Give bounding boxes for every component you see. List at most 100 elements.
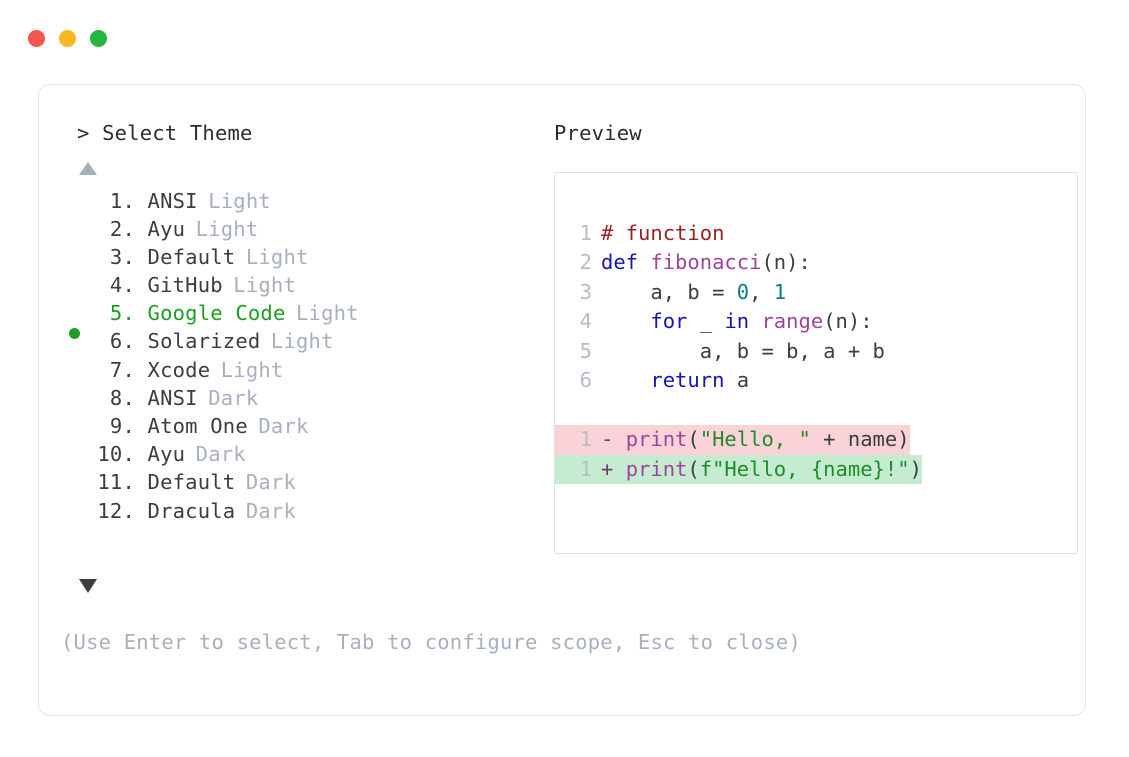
theme-item-variant: Dark (195, 442, 246, 467)
theme-item-variant: Dark (245, 498, 297, 523)
line-number: 1 (579, 220, 592, 245)
theme-item-name: Solarized (135, 329, 261, 354)
code-token: (n): (823, 309, 873, 333)
code-token: print (625, 427, 688, 451)
code-token: for (650, 309, 688, 333)
theme-list-item[interactable]: 4. GitHub Light (61, 273, 541, 301)
window-minimize-button[interactable] (59, 30, 76, 47)
theme-item-name: Xcode (135, 357, 211, 382)
scroll-down-icon[interactable] (79, 579, 97, 593)
theme-item-name: ANSI (135, 385, 198, 410)
code-line-text: def fibonacci(n): (601, 248, 811, 278)
code-line-text: return a (601, 366, 749, 396)
code-line: 1 # function (555, 219, 1077, 249)
line-number: 3 (579, 279, 592, 304)
theme-item-variant: Light (195, 216, 259, 241)
code-token: a, b = (601, 279, 737, 304)
window-zoom-button[interactable] (90, 30, 107, 47)
code-line: 4 for _ in range(n): (555, 307, 1077, 337)
theme-item-name: Ayu (135, 442, 186, 467)
code-line-text: for _ in range(n): (601, 307, 873, 337)
theme-list-item[interactable]: 6. Solarized Light (61, 329, 541, 357)
theme-item-variant: Dark (245, 470, 297, 495)
code-token (601, 368, 650, 392)
code-token: a (724, 368, 750, 392)
window-controls (28, 30, 107, 47)
code-line: 3 a, b = 0, 1 (555, 278, 1077, 308)
code-token: (n): (761, 250, 811, 274)
code-token: + (601, 456, 626, 481)
line-number: 4 (579, 309, 592, 333)
preview-label: Preview (554, 121, 642, 145)
theme-item-variant: Light (220, 357, 284, 382)
theme-item-index: 10. (97, 442, 135, 467)
line-number: 6 (579, 368, 592, 392)
line-number: 5 (579, 338, 592, 363)
theme-item-name: Default (135, 470, 236, 495)
theme-item-index: 9. (109, 414, 135, 438)
theme-item-index: 6. (109, 329, 135, 354)
theme-list-item[interactable]: 3. Default Light (61, 245, 541, 273)
theme-item-index: 2. (109, 216, 135, 241)
code-token: a, b = b, a + b (601, 338, 885, 363)
code-token: # function (601, 220, 725, 245)
code-token: return (650, 368, 725, 392)
diff-line-text: + print(f"Hello, {name}!") (601, 454, 922, 484)
theme-list-item[interactable]: 11. Default Dark (61, 470, 541, 498)
theme-item-index: 5. (109, 301, 135, 326)
theme-item-index: 1. (109, 188, 135, 213)
theme-list-item[interactable]: 8. ANSI Dark (61, 386, 541, 414)
code-token: fibonacci (650, 250, 762, 274)
theme-item-name: Atom One (135, 414, 248, 438)
theme-item-index: 12. (97, 498, 135, 523)
code-line-text: a, b = 0, 1 (601, 278, 786, 308)
theme-item-index: 4. (109, 273, 135, 298)
code-token: ) (909, 456, 922, 481)
theme-item-index: 8. (109, 385, 135, 410)
theme-list-item[interactable]: 2. Ayu Light (61, 217, 541, 245)
theme-item-variant: Dark (258, 414, 309, 438)
theme-item-name: Default (135, 244, 236, 269)
diff-added-line: 1+ print(f"Hello, {name}!") (555, 454, 1077, 484)
theme-item-name: GitHub (135, 273, 223, 298)
code-token: , (749, 279, 774, 304)
code-token: "Hello, " (699, 427, 811, 451)
code-token: range (761, 309, 824, 333)
code-token: ( (687, 427, 700, 451)
code-token: _ (687, 309, 725, 333)
theme-item-variant: Light (208, 188, 271, 213)
theme-item-name: ANSI (135, 188, 198, 213)
theme-list-item[interactable]: 9. Atom One Dark (61, 414, 541, 442)
theme-item-name: Ayu (135, 216, 186, 241)
theme-item-index: 3. (109, 244, 135, 269)
theme-list-item[interactable]: 10. Ayu Dark (61, 442, 541, 470)
window-close-button[interactable] (28, 30, 45, 47)
code-line: 5 a, b = b, a + b (555, 337, 1077, 367)
code-token: f"Hello, {name}!" (699, 456, 910, 481)
line-number: 1 (555, 454, 601, 484)
code-token: 0 (736, 279, 750, 304)
theme-list-item[interactable]: 12. Dracula Dark (61, 499, 541, 527)
theme-item-name: Google Code (135, 301, 286, 326)
theme-item-variant: Light (296, 301, 359, 326)
keyboard-help-text: (Use Enter to select, Tab to configure s… (61, 630, 801, 654)
prompt-title: > Select Theme (77, 121, 253, 145)
theme-list-item[interactable]: 5. Google Code Light (61, 301, 541, 340)
theme-item-variant: Dark (208, 385, 259, 410)
scroll-up-icon[interactable] (79, 161, 97, 175)
theme-item-index: 11. (97, 470, 135, 495)
code-line: 6 return a (555, 366, 1077, 396)
code-line-text: # function (601, 219, 724, 249)
theme-item-variant: Light (245, 244, 309, 269)
theme-item-variant: Light (270, 329, 334, 354)
line-number: 1 (555, 425, 601, 455)
theme-item-name: Dracula (135, 498, 236, 523)
code-token: + name) (810, 427, 910, 451)
theme-item-variant: Light (233, 273, 297, 298)
theme-list-item[interactable]: 1. ANSI Light (61, 189, 541, 217)
code-token: in (724, 309, 750, 333)
